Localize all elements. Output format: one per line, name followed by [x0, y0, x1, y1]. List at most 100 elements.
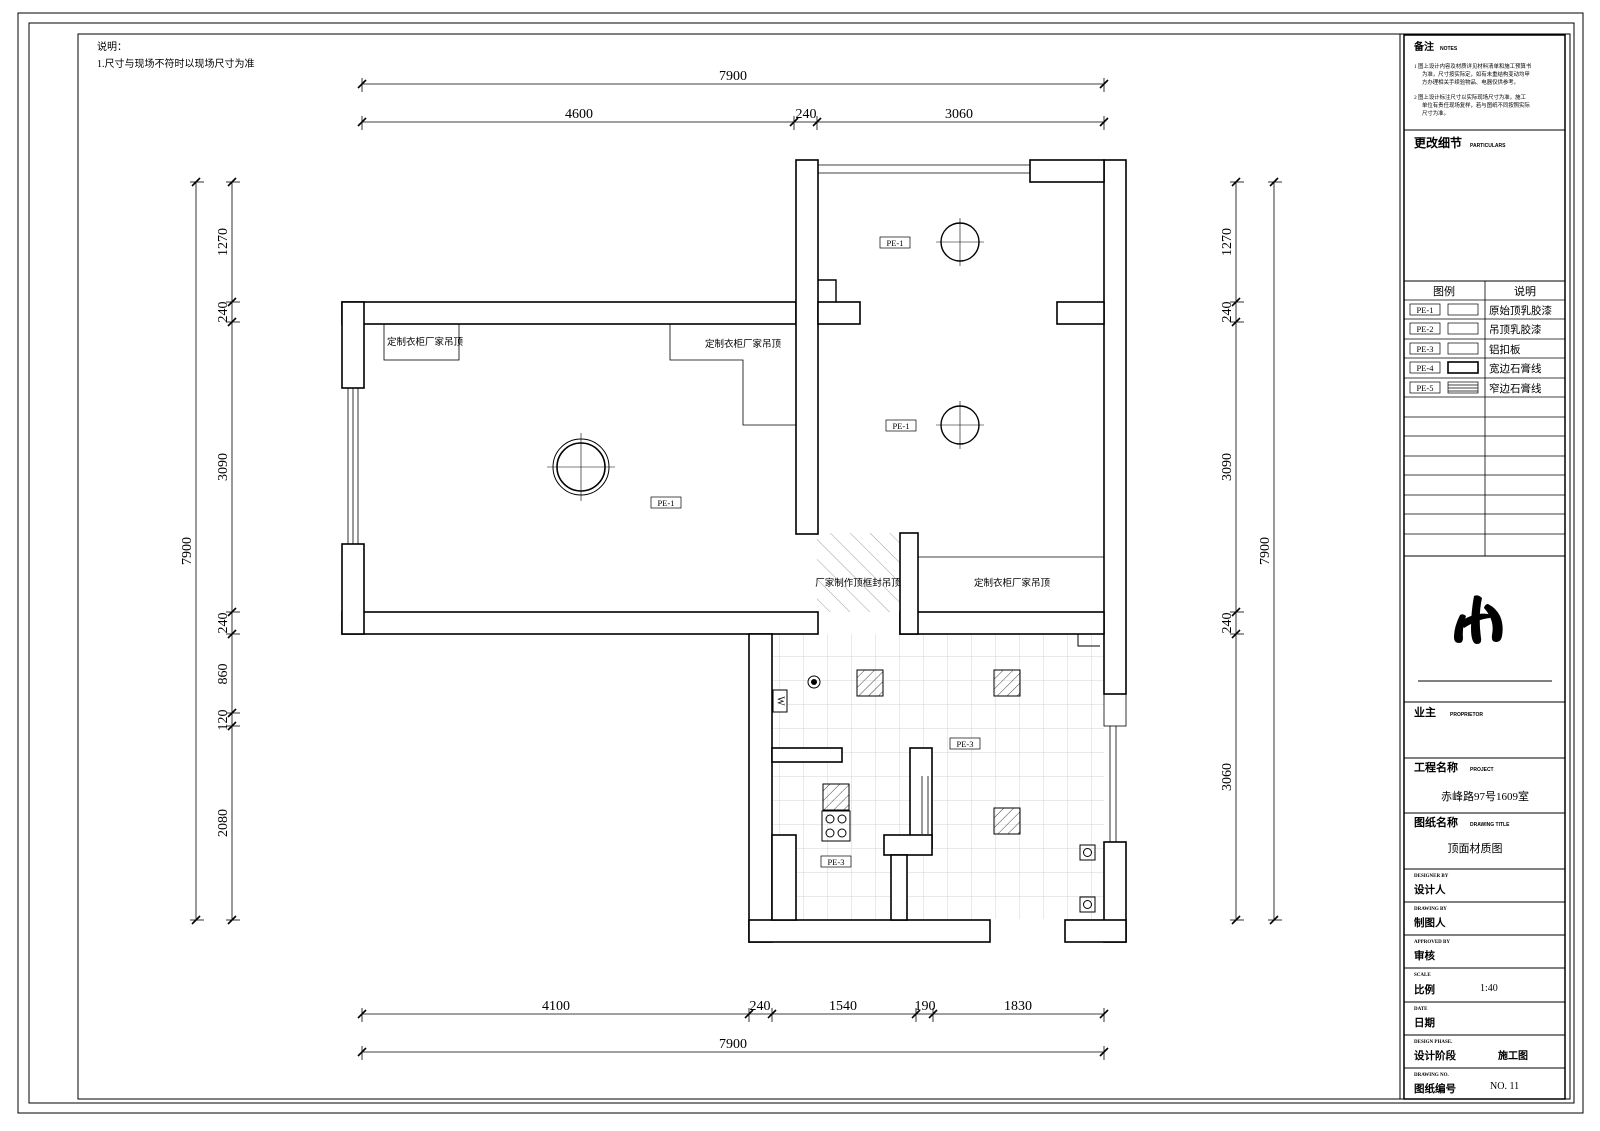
dim-top-total: 7900 [719, 69, 747, 84]
dim-left-7: 2080 [216, 809, 231, 837]
dim-top-2: 240 [796, 107, 817, 122]
light-fixtures [547, 218, 984, 501]
scale-value: 1:40 [1480, 983, 1498, 994]
tag-pe1-top: PE-1 [887, 238, 904, 248]
company-logo [1454, 595, 1503, 644]
dimension-lines [190, 78, 1282, 1060]
tag-pe3-kitchen: PE-3 [828, 857, 845, 867]
sheet-outer-border [17, 12, 1584, 1114]
designer-label: 设计人 [1414, 883, 1446, 896]
date-en: DATE [1414, 1007, 1428, 1012]
wardrobe-outlines [383, 323, 1104, 558]
washer-label: W [775, 696, 786, 706]
legend-code-4: PE-4 [1417, 363, 1435, 373]
phase-value: 施工图 [1498, 1049, 1528, 1062]
notes-title: 备注 [1413, 40, 1434, 53]
date-label: 日期 [1414, 1016, 1435, 1029]
scale-label: 比例 [1414, 983, 1435, 996]
dim-top-1: 4600 [565, 107, 593, 122]
drawn-label: 制图人 [1414, 916, 1446, 929]
tag-pe1-bedroom: PE-1 [658, 498, 675, 508]
cabinet-ceiling-hatch [817, 533, 900, 612]
vent-icon [856, 669, 884, 697]
project-value: 赤峰路97号1609室 [1441, 789, 1529, 803]
drawing-title-value: 顶面材质图 [1448, 841, 1503, 855]
tag-pe3-main: PE-3 [957, 739, 974, 749]
dim-right-total: 7900 [1258, 537, 1273, 565]
sheet-inner-border [28, 22, 1575, 1104]
legend-desc-2: 吊顶乳胶漆 [1489, 323, 1542, 336]
dim-left-4: 240 [216, 613, 231, 634]
notes-line-1: 1.尺寸与现场不符时以现场尺寸为准 [97, 57, 255, 70]
cabinet-ceiling-label: 厂家制作顶框封吊顶 [815, 577, 901, 589]
scale-en: SCALE [1414, 973, 1431, 978]
dim-top-3: 3060 [945, 107, 973, 122]
proprietor-en: PROPRIETOR [1450, 712, 1483, 718]
approved-en: APPROVED BY [1414, 940, 1450, 945]
note-1-line-2: 为准，尺寸按实际定，如有未重结构变动均甲 [1422, 70, 1530, 78]
number-en: DRAWING NO. [1414, 1073, 1449, 1078]
ceiling-light-icon [547, 433, 615, 501]
tag-pe1-mid: PE-1 [893, 421, 910, 431]
dim-bottom-5: 1830 [1004, 999, 1032, 1014]
wardrobe-label-corner: 定制衣柜厂家吊顶 [705, 338, 782, 350]
washer-icon [772, 689, 788, 713]
ceiling-light-icon [936, 218, 984, 266]
notes-title-en: NOTES [1440, 46, 1458, 52]
stove-icon [821, 810, 851, 842]
dim-bottom-3: 1540 [829, 999, 857, 1014]
pipe-shaft-icon [1079, 896, 1096, 913]
legend-code-1: PE-1 [1417, 305, 1434, 315]
legend-head-symbol: 图例 [1433, 284, 1455, 298]
legend-swatches [1409, 303, 1479, 394]
dim-left-1: 1270 [216, 228, 231, 256]
dim-right-5: 3060 [1220, 763, 1235, 791]
ceiling-light-icon [936, 401, 984, 449]
phase-en: DESIGN PHASE. [1414, 1040, 1453, 1045]
legend-desc-1: 原始顶乳胶漆 [1489, 304, 1552, 317]
wardrobe-label-living: 定制衣柜厂家吊顶 [974, 577, 1051, 589]
legend-code-5: PE-5 [1417, 383, 1434, 393]
vent-icon [993, 807, 1021, 835]
drawing-title-label: 图纸名称 [1414, 815, 1458, 829]
dim-right-1: 1270 [1220, 228, 1235, 256]
approved-label: 审核 [1414, 949, 1436, 962]
column-notch [818, 279, 837, 302]
project-en: PROJECT [1470, 767, 1494, 773]
vent-icon [822, 783, 850, 811]
material-tags [650, 236, 981, 868]
changes-title: 更改细节 [1414, 135, 1462, 150]
pipe-icon [807, 675, 821, 689]
dim-left-5: 860 [216, 664, 231, 685]
dim-right-3: 3090 [1220, 453, 1235, 481]
walls [341, 159, 1127, 943]
windows [347, 164, 1127, 842]
dim-bottom-2: 240 [750, 999, 771, 1014]
note-2-line-3: 尺寸为准。 [1422, 109, 1449, 117]
drawing-frame [77, 33, 1571, 1100]
pipe-shaft-icon [1079, 844, 1096, 861]
dim-left-2: 240 [216, 302, 231, 323]
legend-desc-5: 窄边石膏线 [1489, 382, 1542, 395]
wardrobe-label-bedroom: 定制衣柜厂家吊顶 [387, 336, 464, 348]
dim-bottom-1: 4100 [542, 999, 570, 1014]
note-2-line-2: 单位有责任现场复样，若与图纸不同按照实际 [1422, 101, 1530, 109]
title-block [1403, 34, 1566, 1100]
proprietor-label: 业主 [1414, 705, 1436, 719]
dim-right-4: 240 [1220, 613, 1235, 634]
pipe-shafts [1079, 844, 1096, 913]
designer-en: DESIGNER BY [1414, 874, 1449, 879]
note-2-line-1: 2 图上设计标注尺寸以实际现场尺寸为准，施工 [1414, 93, 1526, 101]
phase-label: 设计阶段 [1414, 1049, 1456, 1062]
dim-bottom-4: 190 [915, 999, 936, 1014]
number-label: 图纸编号 [1414, 1082, 1456, 1095]
changes-title-en: PARTICULARS [1470, 143, 1506, 149]
dim-right-2: 240 [1220, 302, 1235, 323]
legend-desc-3: 铝扣板 [1489, 343, 1521, 356]
corner-notch [1077, 634, 1100, 647]
dim-left-6: 120 [216, 710, 231, 731]
notes-heading: 说明： [97, 40, 127, 53]
vent-icon [993, 669, 1021, 697]
drawing-title-en: DRAWING TITLE [1470, 822, 1510, 828]
